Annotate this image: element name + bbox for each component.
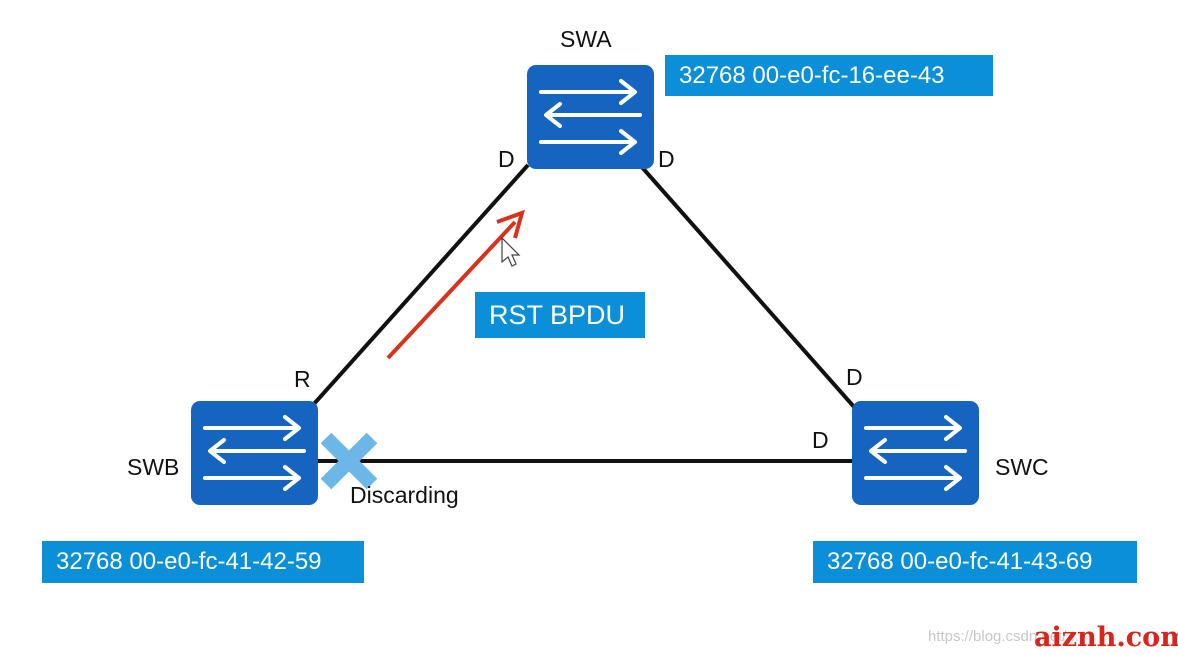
port-role-swa-right: D <box>658 146 675 172</box>
switch-name-swa: SWA <box>560 26 612 52</box>
link-swa-swb <box>311 163 530 407</box>
switch-icon-swc[interactable] <box>852 401 979 505</box>
switch-name-swb: SWB <box>127 454 180 480</box>
switch-icon-swb[interactable] <box>191 401 318 505</box>
port-role-swa-left: D <box>498 146 515 172</box>
bpdu-arrow <box>386 209 525 360</box>
port-role-swb-up: R <box>294 366 311 392</box>
switch-name-swc: SWC <box>995 454 1049 480</box>
port-role-swc-up: D <box>846 364 863 390</box>
mouse-cursor-icon <box>501 236 521 267</box>
watermark-brand: aiznh.com <box>1034 622 1178 653</box>
port-role-swc-left: D <box>812 427 829 453</box>
bridge-id-swb: 32768 00-e0-fc-41-42-59 <box>42 541 364 583</box>
port-state-discarding: Discarding <box>350 482 459 508</box>
blocked-x-icon <box>320 432 378 490</box>
bpdu-label: RST BPDU <box>475 292 645 338</box>
link-swa-swc <box>638 163 857 410</box>
bridge-id-swa: 32768 00-e0-fc-16-ee-43 <box>665 55 993 96</box>
switch-icon-swa[interactable] <box>527 65 654 169</box>
bridge-id-swc: 32768 00-e0-fc-41-43-69 <box>813 541 1137 583</box>
watermark-url: https://blog.csdn.net/... <box>928 628 1079 645</box>
